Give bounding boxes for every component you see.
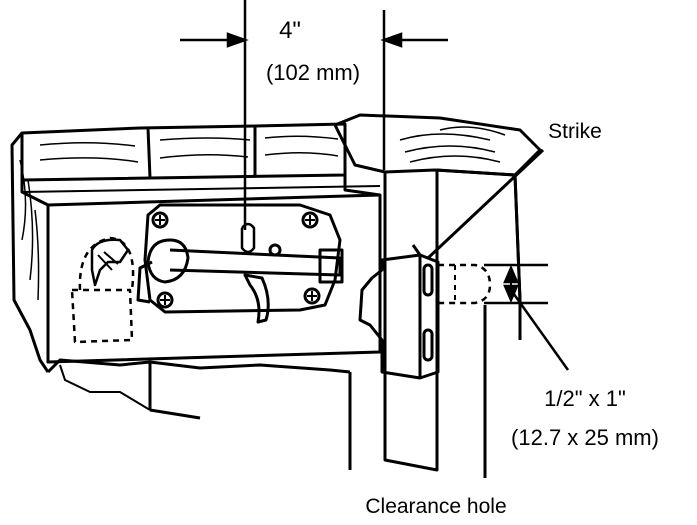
latch-bar — [169, 248, 342, 277]
latch-assembly — [70, 203, 344, 344]
latch-handle — [243, 273, 270, 324]
bolt-dashed — [438, 263, 492, 305]
screw-top-right — [301, 211, 319, 229]
strike-plate-assembly — [358, 244, 492, 380]
strike-label: Strike — [548, 120, 602, 143]
latch-plate — [143, 203, 342, 314]
hole-inches-label: 1/2" x 1" — [544, 386, 626, 411]
hole-mm-label: (12.7 x 25 mm) — [511, 425, 659, 450]
strike-plate — [358, 253, 440, 380]
strike-leader — [426, 148, 545, 260]
backset-dimension — [180, 0, 448, 230]
clearance-hole-label: Clearance hole — [365, 495, 506, 518]
screw-top-left — [151, 211, 169, 229]
screw-bottom-left — [156, 291, 174, 309]
backset-mm-label: (102 mm) — [266, 60, 360, 85]
strike-post-face — [383, 170, 439, 472]
frame-top-board — [20, 122, 347, 182]
door-frame — [10, 122, 352, 470]
gate-board — [20, 175, 382, 364]
leader-lines — [426, 148, 545, 478]
screw-bottom-right — [303, 287, 321, 305]
strike-post-top — [333, 113, 542, 177]
padlock-dashed — [70, 288, 134, 344]
hole-size-dimension — [484, 263, 570, 371]
frame-left-end — [10, 132, 50, 373]
gate-board-face — [20, 175, 382, 364]
strike-post-side — [436, 168, 522, 340]
backset-inches-label: 4" — [279, 17, 301, 44]
